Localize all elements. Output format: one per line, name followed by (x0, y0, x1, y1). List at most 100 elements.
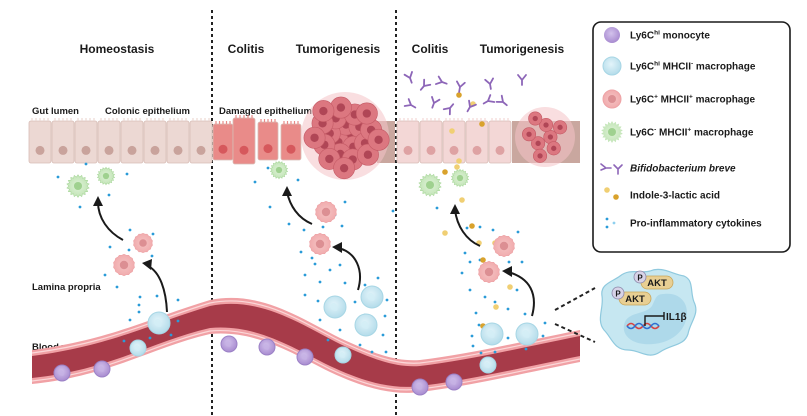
akt-label-1: AKT (647, 278, 667, 289)
cytokine-dot (343, 281, 347, 285)
cytokine-dot (128, 318, 132, 322)
epithelial-cell (51, 118, 75, 164)
cytokine-dot (268, 205, 272, 209)
cytokine-dot (515, 288, 519, 292)
ila-particle (456, 158, 462, 164)
cytokine-dot (506, 336, 510, 340)
cytokine-dot (303, 273, 307, 277)
cytokine-dot (310, 256, 314, 260)
bifidobacterium (484, 77, 494, 90)
ly6c-pos-mhcii-pos-macrophage (478, 260, 500, 284)
inset-zoom-line-bottom (554, 323, 596, 343)
cytokine-dot (108, 245, 112, 249)
cytokine-dot (138, 295, 142, 299)
ly6c-hi-monocyte (258, 338, 276, 356)
epithelial-cell (28, 118, 52, 164)
cytokine-dot (340, 224, 344, 228)
bifidobacterium (517, 74, 527, 86)
damaged-epithelial-cell (212, 121, 234, 161)
panel-title-homeostasis: Homeostasis (80, 42, 155, 56)
panel-title-colitis-2: Colitis (412, 42, 449, 56)
cytokine-dot (383, 314, 387, 318)
ly6c-neg-mhcii-pos-macrophage (269, 160, 289, 180)
tumor-mass-small (515, 107, 575, 167)
ly6c-hi-mhcii-neg-macrophage (334, 346, 352, 364)
epithelial-cell (74, 118, 98, 164)
bifidobacterium (466, 99, 477, 113)
cytokine-dot (56, 175, 60, 179)
cytokine-dot (468, 288, 472, 292)
cytokine-dot (338, 263, 342, 267)
cytokine-dot (435, 206, 439, 210)
epithelial-cell (465, 118, 489, 164)
epithelial-cell (166, 118, 190, 164)
ila-particle (459, 197, 465, 203)
bifidobacterium-cluster (403, 71, 527, 116)
ly6c-hi-monocyte (53, 364, 71, 382)
cytokine-dot (321, 225, 325, 229)
cytokine-dot (266, 166, 270, 170)
cytokine-dot (313, 262, 317, 266)
cytokine-dot (491, 228, 495, 232)
epithelial-cell (143, 118, 167, 164)
ly6c-hi-mhcii-neg-macrophage-icon (602, 56, 622, 76)
bifidobacterium (495, 94, 508, 107)
cytokine-dot (506, 307, 510, 311)
ly6c-hi-monocyte (93, 360, 111, 378)
inset-zoom-line-top (554, 287, 596, 311)
phospho-label-2: P (615, 290, 621, 299)
cytokine-dot (523, 312, 527, 316)
ly6c-hi-monocyte (411, 378, 429, 396)
ly6c-hi-mhcii-neg-macrophage (129, 339, 147, 357)
arrow-monocyte-to-mhcii-pos-ila (507, 271, 535, 317)
cytokine-dot (493, 300, 497, 304)
epithelial-cell (488, 118, 512, 164)
ly6c-pos-mhcii-pos-macrophage (133, 232, 153, 254)
label-damaged-epithelium: Damaged epithelium (219, 106, 312, 117)
ly6c-hi-monocyte-icon (604, 27, 620, 43)
legend-label: Indole-3-lactic acid (630, 191, 720, 202)
cytokine-dot (478, 225, 482, 229)
ly6c-hi-mhcii-neg-macrophage (360, 285, 384, 309)
bifidobacterium (403, 98, 417, 109)
tumor-mass-large (301, 92, 390, 180)
cytokine-dot (122, 339, 126, 343)
ly6c-hi-mhcii-neg-macrophage (147, 311, 171, 335)
cytokine-dot (385, 298, 389, 302)
ly6c-hi-mhcii-neg-macrophage (480, 322, 504, 346)
label-gut-lumen: Gut lumen (32, 106, 79, 117)
ila-particle (442, 230, 448, 236)
label-lamina-propria: Lamina propria (32, 282, 101, 293)
legend-item: Bifidobacterium breve (600, 163, 736, 175)
cytokine-dot (376, 276, 380, 280)
legend-item: Pro-inflammatory cytokines (605, 217, 762, 230)
cytokine-dot (343, 200, 347, 204)
damaged-epithelium (212, 115, 395, 165)
inset-macrophage-signaling: AKT P AKT P IL1β (599, 268, 697, 356)
ly6c-hi-monocyte (296, 348, 314, 366)
immune-cells (53, 160, 539, 396)
cytokine-dot (151, 232, 155, 236)
ly6c-hi-mhcii-neg-macrophage (323, 295, 347, 319)
bifidobacterium (456, 80, 466, 93)
arrow-monocyte-to-mhcii-pos-home (147, 265, 168, 313)
ila-particle (442, 169, 448, 175)
blood-vessel (31, 297, 584, 400)
bifidobacterium (431, 96, 441, 109)
cytokine-dot (470, 334, 474, 338)
cytokine-dot (477, 323, 481, 327)
legend-item: Ly6Chi monocyte (604, 27, 710, 43)
cytokine-dot (516, 230, 520, 234)
legend-item: Ly6Chi MHCII- macrophage (602, 56, 756, 76)
ila-particle (480, 257, 486, 263)
arrow-mhcii-pos-to-ly6c-neg-home (97, 201, 124, 241)
ly6c-pos-mhcii-pos-macrophage (309, 232, 331, 256)
cytokine-dot (384, 350, 388, 354)
cytokine-dot (543, 321, 547, 325)
damaged-epithelial-cell (257, 119, 279, 161)
arrowheads (93, 186, 512, 277)
cytokine-dot (128, 228, 132, 232)
cytokine-dot (363, 283, 367, 287)
cytokine-dot (381, 333, 385, 337)
